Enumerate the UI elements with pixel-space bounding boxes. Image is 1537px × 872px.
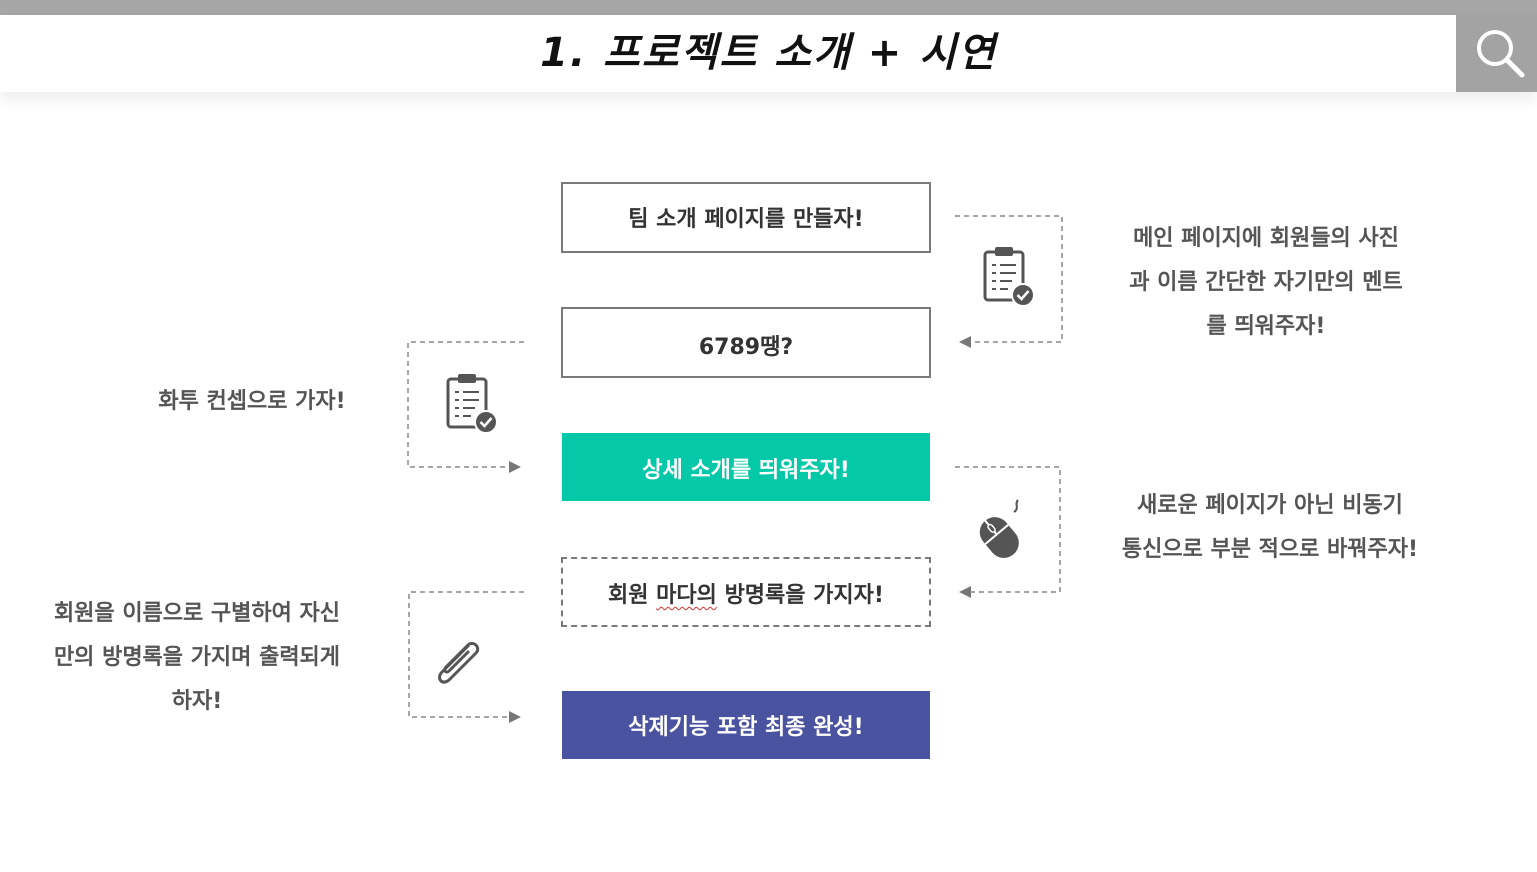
top-bar	[0, 0, 1537, 15]
step-label-4-squiggle: 마다의	[656, 583, 717, 608]
note-right-2: 새로운 페이지가 아닌 비동기 통신으로 부분 적으로 바꿔주자!	[1085, 484, 1455, 572]
note-left-1-line: 화투 컨셉으로 가자!	[158, 389, 346, 414]
step-label-4-prefix: 회원	[608, 583, 657, 608]
search-button[interactable]	[1456, 15, 1537, 92]
search-icon[interactable]	[1474, 27, 1526, 79]
step-box-3: 상세 소개를 띄워주자!	[562, 433, 930, 501]
note-left-2-line: 만의 방명록을 가지며 출력되게	[53, 645, 341, 670]
step-label-4-suffix: 방명록을 가지자!	[716, 583, 884, 608]
note-right-2-line: 통신으로 부분 적으로 바꿔주자!	[1121, 537, 1419, 562]
connector-left-2	[408, 591, 524, 723]
note-right-1: 메인 페이지에 회원들의 사진 과 이름 간단한 자기만의 멘트 를 띄워주자!	[1090, 217, 1442, 349]
paperclip-icon	[438, 641, 480, 684]
mouse-icon	[979, 499, 1019, 558]
step-label-2: 6789땡?	[698, 335, 794, 360]
clipboard-check-icon	[446, 374, 498, 434]
note-right-1-line: 메인 페이지에 회원들의 사진	[1133, 226, 1399, 251]
step-box-4: 회원 마다의 방명록을 가지자!	[561, 557, 931, 627]
clipboard-check-icon	[983, 247, 1035, 307]
page-title: 1. 프로젝트 소개 + 시연	[540, 30, 997, 76]
step-box-2: 6789땡?	[561, 307, 931, 378]
header: 1. 프로젝트 소개 + 시연	[0, 15, 1537, 92]
note-right-1-line: 과 이름 간단한 자기만의 멘트	[1129, 270, 1403, 295]
step-label-1: 팀 소개 페이지를 만들자!	[628, 207, 864, 232]
note-left-2: 회원을 이름으로 구별하여 자신 만의 방명록을 가지며 출력되게 하자!	[14, 592, 380, 724]
step-label-4: 회원 마다의 방명록을 가지자!	[563, 559, 929, 633]
connector-right-2	[955, 466, 1061, 598]
note-right-2-line: 새로운 페이지가 아닌 비동기	[1137, 493, 1403, 518]
step-label-3: 상세 소개를 띄워주자!	[642, 458, 850, 483]
note-right-1-line: 를 띄워주자!	[1206, 314, 1326, 339]
step-box-1: 팀 소개 페이지를 만들자!	[561, 182, 931, 253]
note-left-1: 화투 컨셉으로 가자!	[112, 380, 392, 424]
connector-left-1	[407, 341, 524, 473]
step-label-5: 삭제기능 포함 최종 완성!	[628, 715, 864, 740]
step-box-5: 삭제기능 포함 최종 완성!	[562, 691, 930, 759]
note-left-2-line: 하자!	[171, 689, 223, 714]
note-left-2-line: 회원을 이름으로 구별하여 자신	[53, 601, 341, 626]
connector-right-1	[955, 215, 1063, 348]
